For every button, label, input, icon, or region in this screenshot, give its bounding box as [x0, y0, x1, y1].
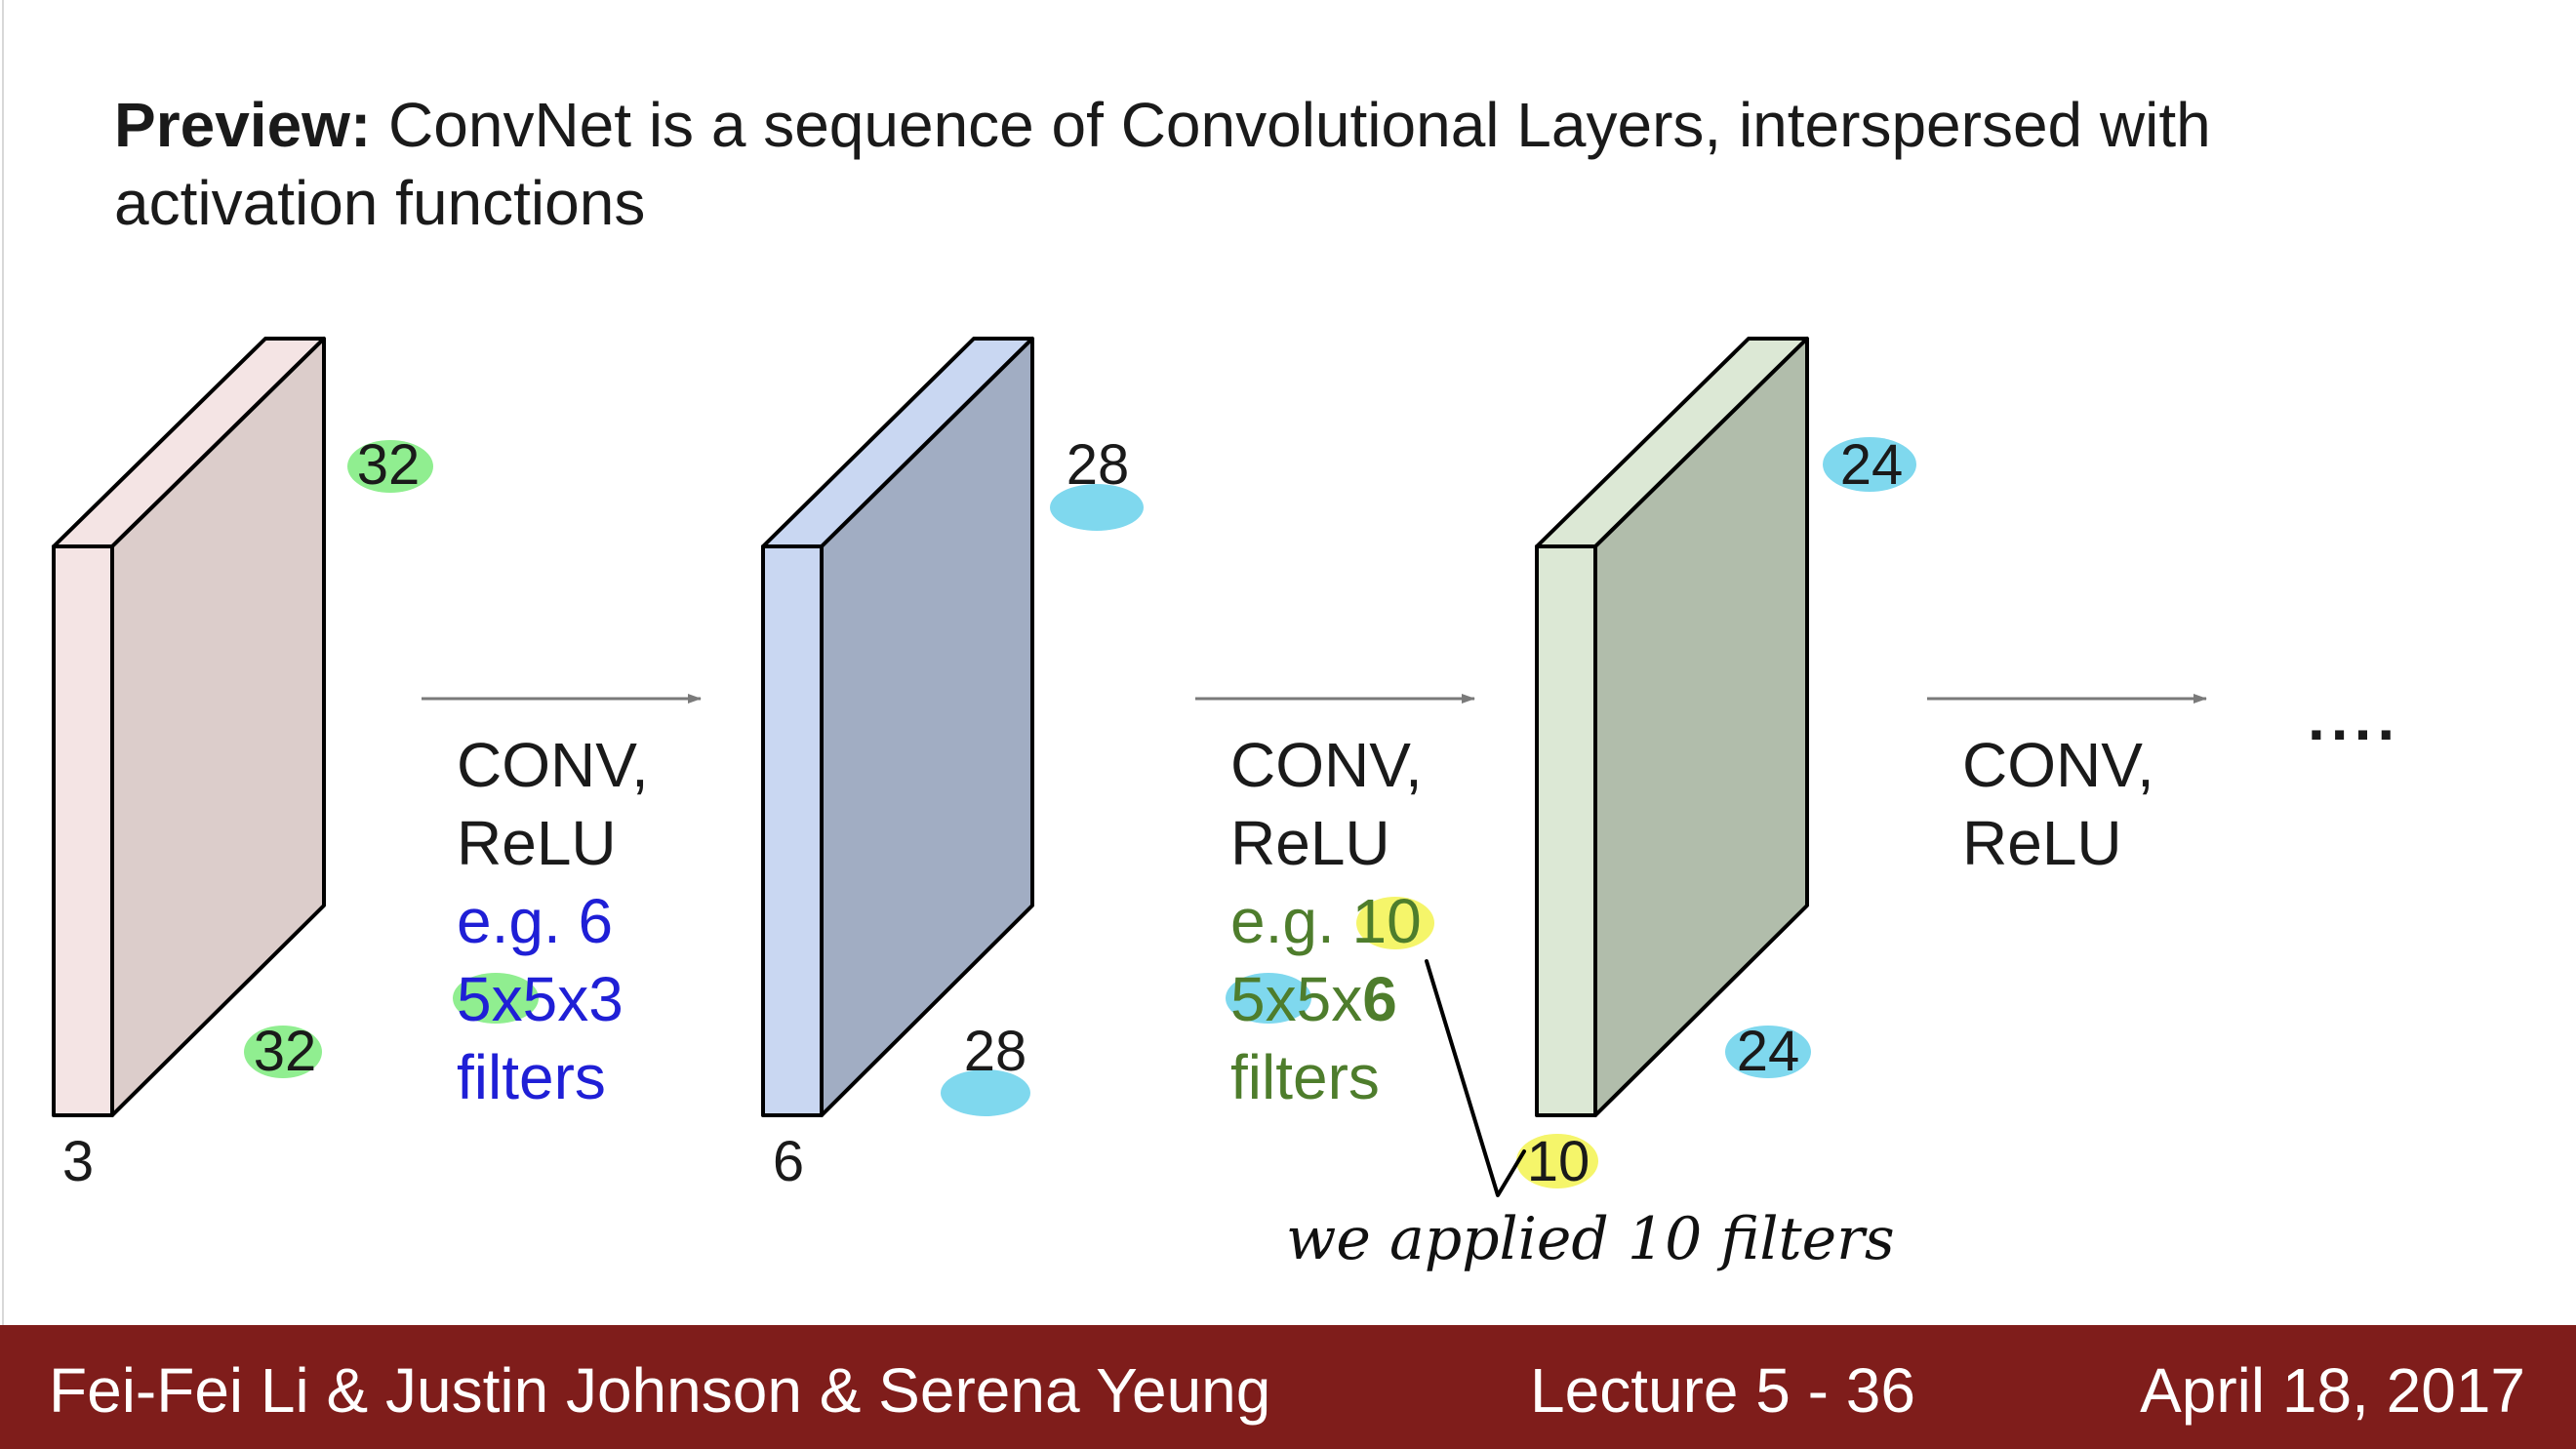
op-2-example-b: 10	[1352, 886, 1422, 956]
handwritten-annotation: we applied 10 filters	[1286, 1205, 1895, 1273]
highlight-28-height	[1050, 484, 1144, 531]
footer-date: April 18, 2017	[2140, 1355, 2525, 1426]
highlight-10-depth	[1516, 1134, 1598, 1188]
volume-3-width-label: 24	[1737, 1020, 1800, 1083]
op-3-relu: ReLU	[1962, 808, 2122, 878]
op-3-conv: CONV,	[1962, 730, 2154, 800]
highlight-24-width	[1725, 1026, 1811, 1078]
title-text: ConvNet is a sequence of Convolutional L…	[114, 90, 2211, 238]
volume-3-front-face	[1535, 544, 1597, 1117]
volume-1-width-label: 32	[254, 1020, 317, 1083]
continuation-ellipsis: ....	[2308, 683, 2400, 753]
highlight-5x5-op2	[1226, 973, 1311, 1024]
volume-2-depth-label: 6	[773, 1130, 804, 1193]
volume-2	[761, 337, 1034, 1117]
op-2-filter-size-a: 5x5x	[1230, 964, 1362, 1034]
convnet-diagram: 32 32 3 CONV, ReLU e.g. 6 5x5x3 filters …	[52, 337, 2400, 1273]
op-2-filter-size-b: 6	[1362, 964, 1397, 1034]
operation-2-text: CONV, ReLU e.g. 10 5x5x6 filters	[1226, 730, 1434, 1112]
op-2-example-a: e.g.	[1230, 886, 1352, 956]
op-2-relu: ReLU	[1230, 808, 1390, 878]
annotation-pointer-line	[1425, 959, 1526, 1197]
volume-2-width-label: 28	[964, 1020, 1027, 1083]
volume-3	[1535, 337, 1809, 1117]
footer-authors: Fei-Fei Li & Justin Johnson & Serena Yeu…	[49, 1355, 1271, 1426]
op-2-conv: CONV,	[1230, 730, 1423, 800]
op-1-example: e.g. 6	[457, 886, 613, 956]
op-2-example: e.g. 10	[1230, 886, 1422, 956]
op-1-filter-size-a: 5x5	[457, 964, 557, 1034]
volume-2-height-label: 28	[1067, 433, 1130, 497]
op-1-relu: ReLU	[457, 808, 617, 878]
slide-left-border	[2, 0, 4, 1325]
highlight-32-width	[244, 1026, 322, 1078]
operation-1-text: CONV, ReLU e.g. 6 5x5x3 filters	[453, 730, 649, 1112]
volume-1-depth-label: 3	[62, 1130, 94, 1193]
volume-2-front-face	[761, 544, 824, 1117]
highlight-28-width	[941, 1069, 1030, 1116]
highlight-5x5-op1	[453, 973, 539, 1024]
highlight-32-height	[347, 440, 433, 493]
input-volume	[52, 337, 326, 1117]
volume-3-depth-label: 10	[1527, 1130, 1590, 1193]
volume-1-height-label: 32	[357, 433, 421, 497]
op-1-filter-size-b: x3	[557, 964, 624, 1034]
slide-title: Preview: ConvNet is a sequence of Convol…	[114, 86, 2436, 242]
op-2-filter-size: 5x5x6	[1230, 964, 1397, 1034]
slide-footer: Fei-Fei Li & Justin Johnson & Serena Yeu…	[0, 1325, 2576, 1449]
op-1-filters: filters	[457, 1042, 606, 1112]
volume-3-height-label: 24	[1840, 433, 1904, 497]
op-1-conv: CONV,	[457, 730, 649, 800]
volume-1-front-face	[52, 544, 114, 1117]
highlight-24-height	[1823, 437, 1916, 492]
footer-lecture-number: Lecture 5 - 36	[1530, 1355, 1915, 1426]
op-1-filter-size: 5x5x3	[457, 964, 624, 1034]
operation-3-text: CONV, ReLU	[1962, 730, 2154, 878]
highlight-10-op2	[1356, 897, 1434, 949]
op-2-filters: filters	[1230, 1042, 1380, 1112]
title-bold-prefix: Preview:	[114, 90, 372, 160]
